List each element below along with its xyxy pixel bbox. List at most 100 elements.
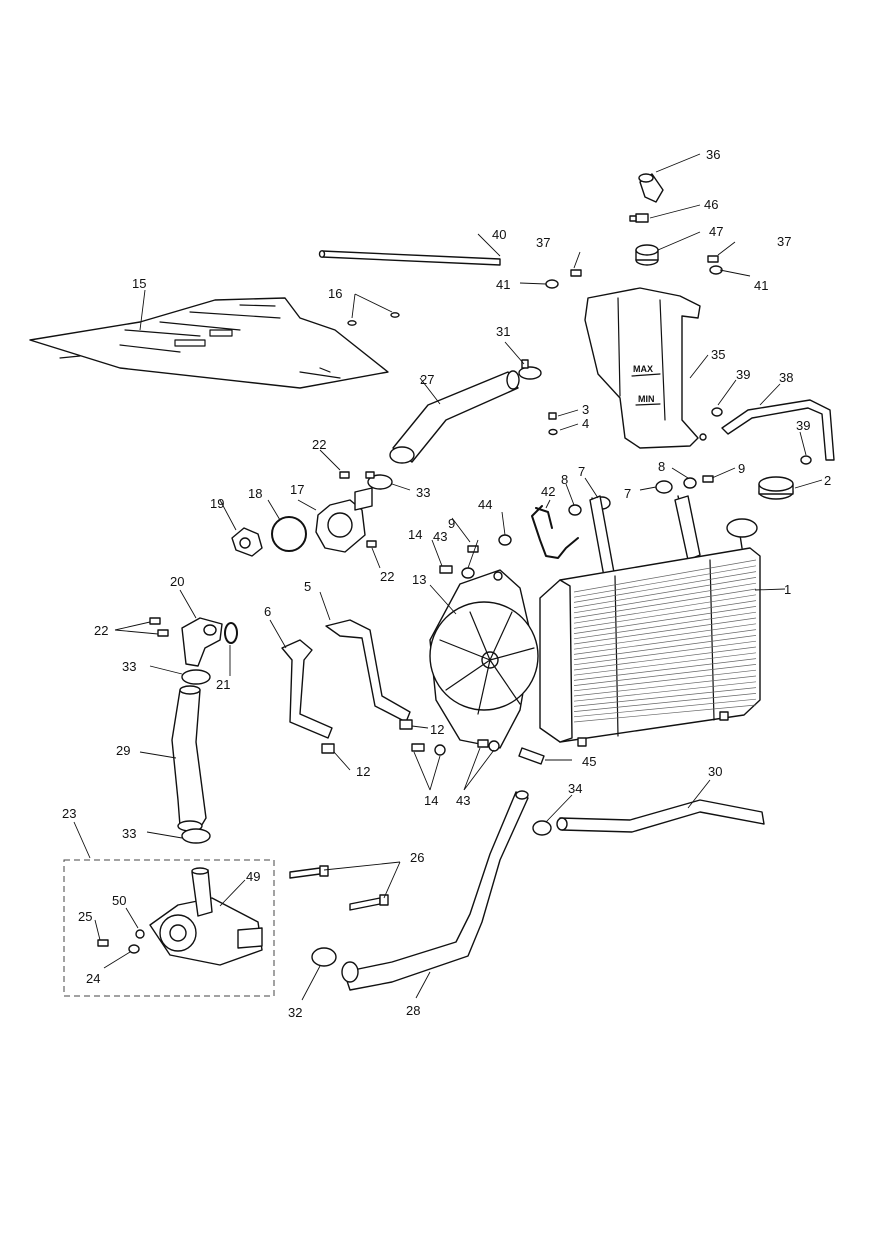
callout-39: 39 (796, 418, 810, 433)
callout-16: 16 (328, 286, 342, 301)
callout-5: 5 (304, 579, 311, 594)
callout-6: 6 (264, 604, 271, 619)
callout-40: 40 (492, 227, 506, 242)
callout-44: 44 (478, 497, 492, 512)
callout-12: 12 (430, 722, 444, 737)
callout-41: 41 (496, 277, 510, 292)
callout-35: 35 (711, 347, 725, 362)
callout-4: 4 (582, 416, 589, 431)
radiator-cap-part (758, 476, 794, 500)
callout-1: 1 (784, 582, 791, 597)
callout-45: 45 (582, 754, 596, 769)
callout-14: 14 (408, 527, 422, 542)
callout-17: 17 (290, 482, 304, 497)
callout-labels: 36 46 47 37 37 40 41 41 15 16 31 35 27 3… (62, 147, 831, 1020)
callout-37: 37 (777, 234, 791, 249)
wire-part (531, 505, 579, 559)
max-mark: MAX (633, 364, 653, 374)
thermostat-housing-part (315, 487, 373, 553)
cooling-fan-part (429, 569, 539, 749)
hose-clip-part (311, 947, 337, 967)
callout-31: 31 (496, 324, 510, 339)
callout-22: 22 (312, 437, 326, 452)
hose-clip-part (532, 820, 552, 836)
outlet-elbow-part (181, 617, 223, 667)
callout-37: 37 (536, 235, 550, 250)
callout-42: 42 (541, 484, 555, 499)
water-pump-part (149, 867, 263, 966)
callout-39: 39 (736, 367, 750, 382)
callout-12: 12 (356, 764, 370, 779)
tank-bolt-part (548, 412, 558, 436)
callout-23: 23 (62, 806, 76, 821)
callout-28: 28 (406, 1003, 420, 1018)
bracket-part (325, 619, 411, 723)
callout-33: 33 (122, 659, 136, 674)
callout-8: 8 (658, 459, 665, 474)
callout-18: 18 (248, 486, 262, 501)
upper-hose-part (389, 370, 520, 464)
callout-34: 34 (568, 781, 582, 796)
o-ring-part (271, 516, 307, 552)
callout-27: 27 (420, 372, 434, 387)
callout-41: 41 (754, 278, 768, 293)
callout-32: 32 (288, 1005, 302, 1020)
heat-shield-part (29, 297, 389, 389)
bracket-part (281, 639, 333, 739)
tank-cap-part (638, 173, 664, 203)
callout-19: 19 (210, 496, 224, 511)
callout-3: 3 (582, 402, 589, 417)
bypass-hose-part (556, 799, 765, 833)
min-mark: MIN (638, 394, 655, 404)
bolt-part (339, 471, 377, 548)
bolt-part (467, 545, 479, 553)
overflow-hose-part (721, 399, 835, 461)
water-pump-group-box (63, 859, 275, 997)
callout-22: 22 (94, 623, 108, 638)
callout-47: 47 (709, 224, 723, 239)
callout-29: 29 (116, 743, 130, 758)
grommet-part (568, 475, 714, 516)
water-pump-hose-part (171, 685, 207, 832)
callout-36: 36 (706, 147, 720, 162)
hose-clip-part (181, 828, 211, 844)
callout-20: 20 (170, 574, 184, 589)
small-clip-part (711, 407, 812, 465)
callout-14: 14 (424, 793, 438, 808)
grommet-part (347, 312, 400, 326)
tank-fitting-part (629, 213, 649, 223)
nut-part (321, 719, 413, 754)
hose-clip-part (181, 669, 211, 685)
callout-7: 7 (578, 464, 585, 479)
callout-7: 7 (624, 486, 631, 501)
breather-pipe-part (318, 250, 501, 266)
hose-clip-part (365, 471, 393, 490)
callout-21: 21 (216, 677, 230, 692)
temperature-sensor-part (518, 747, 545, 765)
callout-22: 22 (380, 569, 394, 584)
washer-part (498, 534, 512, 546)
callout-9: 9 (738, 461, 745, 476)
thermostat-part (231, 527, 263, 557)
callout-24: 24 (86, 971, 100, 986)
callout-50: 50 (112, 893, 126, 908)
hose-clip-part (518, 359, 542, 380)
callout-33: 33 (122, 826, 136, 841)
callout-2: 2 (824, 473, 831, 488)
tank-grommet-part (635, 244, 659, 266)
callout-15: 15 (132, 276, 146, 291)
callout-30: 30 (708, 764, 722, 779)
callout-46: 46 (704, 197, 718, 212)
long-bolt-part (289, 865, 389, 911)
bolt-part (545, 255, 723, 289)
callout-38: 38 (779, 370, 793, 385)
o-ring-part (224, 622, 238, 644)
callout-43: 43 (456, 793, 470, 808)
lower-radiator-hose-part (341, 790, 529, 991)
callout-26: 26 (410, 850, 424, 865)
callout-49: 49 (246, 869, 260, 884)
pump-small-parts (97, 929, 145, 954)
callout-33: 33 (416, 485, 430, 500)
callout-13: 13 (412, 572, 426, 587)
